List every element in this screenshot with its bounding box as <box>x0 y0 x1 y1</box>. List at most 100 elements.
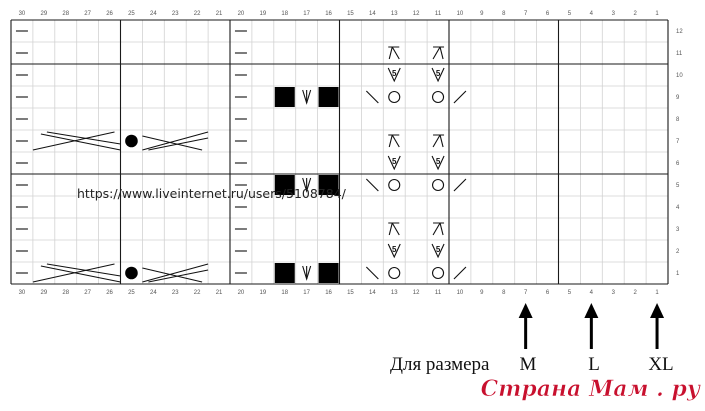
column-number: 28 <box>62 290 69 296</box>
column-number: 20 <box>238 11 245 17</box>
twist-right-symbol <box>432 222 445 236</box>
column-number: 7 <box>524 11 528 17</box>
column-number: 16 <box>325 11 332 17</box>
decrease-symbol <box>431 243 445 259</box>
row-number: 11 <box>676 51 683 57</box>
column-number: 27 <box>84 290 91 296</box>
column-number: 11 <box>435 11 442 17</box>
twist-left-symbol <box>388 222 400 236</box>
cable-symbol <box>40 265 121 283</box>
column-number: 26 <box>106 11 113 17</box>
column-number: 15 <box>347 290 354 296</box>
cable-symbol <box>40 133 121 151</box>
column-number: 24 <box>150 290 157 296</box>
column-number: 17 <box>303 11 310 17</box>
yarn-over-symbol <box>388 90 401 104</box>
row-number: 1 <box>676 271 680 277</box>
yarn-over-symbol <box>431 266 445 280</box>
yarn-over-symbol <box>431 178 445 192</box>
column-number: 29 <box>41 11 48 17</box>
column-number: 3 <box>612 290 616 296</box>
column-number: 18 <box>281 11 288 17</box>
row-number: 10 <box>676 73 683 79</box>
column-number: 30 <box>19 290 26 296</box>
row-number: 5 <box>676 183 680 189</box>
row-number: 12 <box>676 29 683 35</box>
k2tog-symbol <box>365 90 379 104</box>
row-number: 7 <box>676 139 680 145</box>
no-stitch-symbol <box>274 87 295 107</box>
column-number: 2 <box>633 290 637 296</box>
column-number: 21 <box>216 11 223 17</box>
column-number: 1 <box>655 290 659 296</box>
yarn-over-symbol <box>388 178 401 192</box>
ssk-symbol <box>453 178 467 192</box>
ssk-symbol <box>453 90 467 104</box>
column-number: 1 <box>655 11 659 17</box>
size-label-m: M <box>520 354 537 375</box>
no-stitch-symbol <box>274 263 295 283</box>
column-number: 18 <box>281 290 288 296</box>
column-number: 12 <box>413 290 420 296</box>
row-number: 9 <box>676 95 680 101</box>
column-number: 30 <box>19 11 26 17</box>
column-number: 10 <box>457 290 464 296</box>
column-number: 4 <box>590 11 594 17</box>
decrease-count: 5 <box>392 157 397 166</box>
column-number: 14 <box>369 290 376 296</box>
column-number: 8 <box>502 290 506 296</box>
column-number: 28 <box>62 11 69 17</box>
column-number: 24 <box>150 11 157 17</box>
bobble-symbol <box>125 134 138 148</box>
column-number: 7 <box>524 290 528 296</box>
no-stitch-symbol <box>318 175 339 195</box>
size-label-l: L <box>588 354 600 375</box>
decrease-symbol <box>387 243 401 259</box>
twist-right-symbol <box>432 46 445 60</box>
column-number: 21 <box>216 290 223 296</box>
column-number: 14 <box>369 11 376 17</box>
cable-symbol <box>142 263 209 283</box>
column-number: 17 <box>303 290 310 296</box>
column-number: 25 <box>128 11 135 17</box>
column-number: 5 <box>568 290 572 296</box>
column-number: 23 <box>172 290 179 296</box>
bobble-symbol <box>125 266 138 280</box>
column-number: 2 <box>633 11 637 17</box>
k2tog-symbol <box>365 266 379 280</box>
column-number: 20 <box>238 290 245 296</box>
size-arrow-head <box>518 303 533 318</box>
column-number: 22 <box>194 11 201 17</box>
column-number: 6 <box>546 11 550 17</box>
watermark-logo: Страна Мам . ру <box>481 376 702 402</box>
row-number: 3 <box>676 227 680 233</box>
column-number: 9 <box>480 290 484 296</box>
row-number: 2 <box>676 249 680 255</box>
column-number: 10 <box>457 11 464 17</box>
column-number: 11 <box>435 290 442 296</box>
decrease-symbol <box>387 67 401 83</box>
size-arrow-head <box>650 303 665 318</box>
column-number: 4 <box>590 290 594 296</box>
row-number: 8 <box>676 117 680 123</box>
column-number: 12 <box>413 11 420 17</box>
column-number: 22 <box>194 290 201 296</box>
decrease-symbol <box>431 67 445 83</box>
yarn-over-symbol <box>388 266 401 280</box>
yarn-over-symbol <box>431 90 445 104</box>
column-number: 8 <box>502 11 506 17</box>
column-number: 5 <box>568 11 572 17</box>
cable-symbol <box>46 131 121 145</box>
column-number: 19 <box>260 11 267 17</box>
size-arrows <box>518 303 665 349</box>
decrease-count: 5 <box>436 245 441 254</box>
decrease-count: 5 <box>436 69 441 78</box>
column-number: 16 <box>325 290 332 296</box>
size-label-xl: XL <box>648 354 673 375</box>
cable-symbol <box>142 131 209 151</box>
column-number: 3 <box>612 11 616 17</box>
